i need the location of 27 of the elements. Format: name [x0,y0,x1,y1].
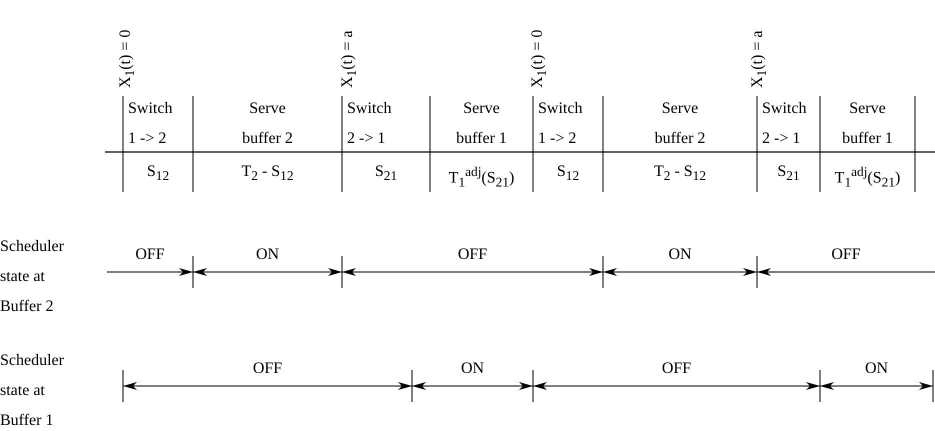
column-heading: Serve buffer 2 [241,99,294,149]
column-heading: Switch 2 -> 1 [347,99,392,149]
table-cell-text: T$_{2}$ - S$_{12}$ [240,163,294,186]
column-heading: Switch 1 -> 2 [538,99,584,149]
row-label: Scheduler state at Buffer 2 [0,237,65,317]
state-label: OFF [456,246,488,264]
table-cell-text: S$_{21}$ [776,163,801,186]
column-heading: Serve buffer 2 [654,99,706,149]
column-heading: Switch 2 -> 1 [762,99,808,149]
state-label: ON [254,246,280,264]
state-label: ON [864,360,890,378]
state-label: OFF [660,360,692,378]
state-label: ON [460,360,486,378]
table-cell-text: S$_{21}$ [374,163,398,186]
table-cell-text: S$_{12}$ [556,163,580,186]
table-cell-text: T$_{1}$$^{adj}$(S$_{21}$) [834,163,902,192]
state-label: ON [667,246,693,264]
column-heading: Switch 1 -> 2 [128,99,174,149]
column-heading: Serve buffer 1 [455,99,508,149]
state-label: OFF [134,246,166,264]
table-cell-text: T$_{2}$ - S$_{12}$ [652,163,707,186]
state-label: OFF [830,246,862,264]
column-heading: Serve buffer 1 [841,99,894,149]
table-cell-text: T$_{1}$$^{adj}$(S$_{21}$) [448,163,516,192]
state-label: OFF [252,360,284,378]
row-label: Scheduler state at Buffer 1 [0,351,65,431]
table-cell-text: S$_{12}$ [146,163,170,186]
